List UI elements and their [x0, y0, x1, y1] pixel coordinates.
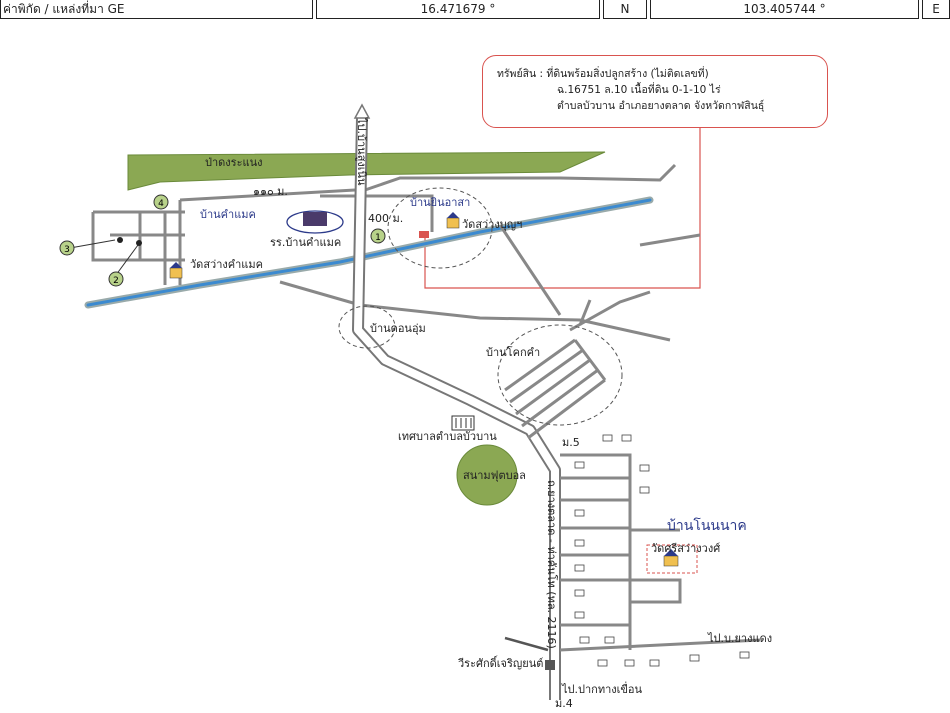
- village-don-um-label: บ้านดอนอุ่ม: [370, 322, 426, 335]
- svg-text:4: 4: [158, 199, 164, 209]
- municipality-pillars: [455, 418, 472, 428]
- temple-sawang-label: วัดสว่างบุญฯ: [462, 218, 522, 231]
- non-nat-grid: [559, 453, 761, 652]
- road-right-label: ไป.บ.ยางแดง: [707, 632, 772, 645]
- svg-text:3: 3: [64, 245, 70, 255]
- road-top-label: ไป.บ้านสูงเนิน: [355, 117, 368, 186]
- distance-left-label: ๑๑๐ ม.: [253, 185, 288, 198]
- point-icon: [136, 240, 142, 246]
- football-label: สนามฟุตบอล: [463, 469, 526, 482]
- side-road-left: [504, 636, 549, 652]
- football-field: [456, 444, 518, 506]
- property-info-box: ทรัพย์สิน : ที่ดินพร้อมสิ่งปลูกสร้าง (ไม…: [482, 55, 828, 128]
- temple-sawang-kham-maet-label: วัดสว่างคำแมค: [190, 258, 263, 271]
- longitude-value: 103.405744 °: [650, 0, 919, 19]
- school-label: รร.บ้านคำแมค: [270, 236, 341, 249]
- property-connector-line: [424, 128, 701, 289]
- marker-4: 4: [153, 194, 169, 210]
- village-circles: [338, 187, 623, 426]
- main-road: [354, 117, 559, 700]
- latitude-value: 16.471679 °: [316, 0, 600, 19]
- khok-kham-grid: [504, 338, 607, 440]
- marker-2: 2: [108, 244, 139, 287]
- village-yin-asa-label: บ้านยินอาสา: [410, 196, 470, 209]
- shrine-label: วีระศักดิ์เจริญยนต์: [457, 655, 543, 670]
- houses: [574, 434, 750, 667]
- marker-1: 1: [370, 228, 386, 244]
- moo5-label: ม.5: [562, 436, 580, 449]
- svg-text:2: 2: [113, 276, 119, 286]
- temple-sri-label: วัดศรีสว่างวงศ์: [651, 542, 720, 555]
- school-icon: [303, 212, 327, 226]
- forest-label: ป่าดงระแนง: [205, 156, 262, 169]
- coordinate-source-label: ค่าพิกัด / แหล่งที่มา GE: [0, 0, 313, 19]
- municipality-icon: [451, 415, 475, 431]
- road-main-label: ถ.ยางตลาด - ท่าคันโท (ทล. 2116): [545, 480, 559, 649]
- temple-icon: [446, 212, 460, 229]
- svg-text:1: 1: [375, 233, 381, 243]
- property-marker: [419, 231, 429, 238]
- property-info-line-2: ฉ.16751 ล.10 เนื้อที่ดิน 0-1-10 ไร่: [557, 84, 721, 96]
- road-bottom-label: ไป.ปากทางเขื่อน: [561, 681, 643, 696]
- property-info-line-1: ทรัพย์สิน : ที่ดินพร้อมสิ่งปลูกสร้าง (ไม…: [497, 68, 709, 80]
- village-khok-kham-label: บ้านโคกคำ: [486, 345, 540, 359]
- shrine-icon: [545, 660, 555, 670]
- canal: [86, 198, 652, 307]
- temple-frame: [646, 544, 698, 574]
- village-kham-maet-label: บ้านคำแมค: [200, 208, 256, 221]
- temple-icon: [663, 549, 679, 567]
- marker-3: 3: [59, 239, 116, 256]
- school-outline: [286, 210, 344, 234]
- moo4-label: ม.4: [555, 697, 573, 710]
- latitude-direction: N: [603, 0, 647, 19]
- point-icon: [117, 237, 123, 243]
- municipality-label: เทศบาลตำบลบัวบาน: [398, 430, 497, 443]
- road-arrow-up: [353, 103, 371, 119]
- distance-400-label: 400 ม.: [368, 212, 403, 225]
- village-non-nat-label: บ้านโนนนาค: [667, 517, 747, 534]
- temple-icon: [169, 262, 183, 279]
- coordinate-header: ค่าพิกัด / แหล่งที่มา GE 16.471679 ° N 1…: [0, 0, 950, 21]
- property-info-line-3: ตำบลบัวบาน อำเภอยางตลาด จังหวัดกาฬสินธุ์: [557, 100, 765, 112]
